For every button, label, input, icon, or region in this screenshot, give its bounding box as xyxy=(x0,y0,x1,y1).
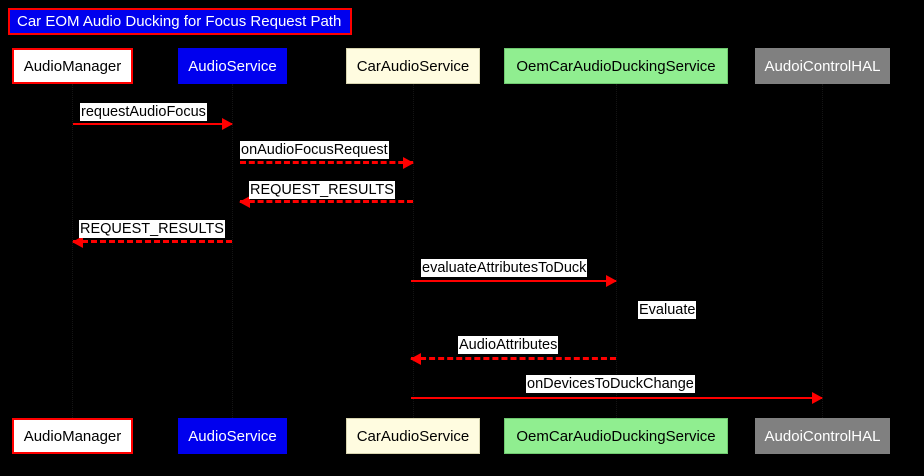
participant-audio-manager-top[interactable]: AudioManager xyxy=(12,48,133,84)
message-arrow-evaluate-attributes-to-duck xyxy=(411,275,617,287)
arrow-head-icon xyxy=(403,157,414,169)
participant-audio-service-top[interactable]: AudioService xyxy=(178,48,287,84)
participant-oem-car-audio-ducking-service-top[interactable]: OemCarAudioDuckingService xyxy=(504,48,728,84)
message-line xyxy=(411,280,616,282)
participant-car-audio-service-top[interactable]: CarAudioService xyxy=(346,48,480,84)
lifeline-car-audio-service xyxy=(413,84,415,418)
participant-car-audio-service-bottom[interactable]: CarAudioService xyxy=(346,418,480,454)
message-line xyxy=(411,397,822,399)
participant-audoi-control-hal-top[interactable]: AudoiControlHAL xyxy=(755,48,890,84)
participant-label: AudioService xyxy=(188,57,277,75)
message-arrow-request-audio-focus xyxy=(73,118,233,130)
participant-label: AudioManager xyxy=(23,427,122,445)
participant-label: AudoiControlHAL xyxy=(764,57,881,75)
participant-label: AudioService xyxy=(188,427,277,445)
message-line xyxy=(240,161,413,164)
message-arrow-on-audio-focus-request xyxy=(240,157,414,169)
participant-label: AudioManager xyxy=(23,57,122,75)
note-evaluate-note: Evaluate xyxy=(638,301,697,319)
message-arrow-request-results-to-audio-service xyxy=(239,196,413,208)
message-arrow-audio-attributes xyxy=(410,353,616,365)
message-label-request-audio-focus: requestAudioFocus xyxy=(80,103,207,121)
message-arrow-request-results-to-audio-manager xyxy=(72,236,232,248)
participant-audio-service-bottom[interactable]: AudioService xyxy=(178,418,287,454)
message-arrow-on-devices-to-duck-change xyxy=(411,392,823,404)
participant-audio-manager-bottom[interactable]: AudioManager xyxy=(12,418,133,454)
message-line xyxy=(73,240,232,243)
participant-audoi-control-hal-bottom[interactable]: AudoiControlHAL xyxy=(755,418,890,454)
participant-label: OemCarAudioDuckingService xyxy=(516,427,716,445)
participant-label: AudoiControlHAL xyxy=(764,427,881,445)
arrow-head-icon xyxy=(812,392,823,404)
message-label-request-results-to-audio-manager: REQUEST_RESULTS xyxy=(79,220,225,238)
arrow-head-icon xyxy=(606,275,617,287)
message-label-audio-attributes: AudioAttributes xyxy=(458,336,559,354)
lifeline-audio-service xyxy=(232,84,234,418)
lifeline-oem-car-audio-ducking-service xyxy=(616,84,618,418)
message-label-on-audio-focus-request: onAudioFocusRequest xyxy=(240,141,389,159)
message-line xyxy=(73,123,232,125)
arrow-head-icon xyxy=(410,353,421,365)
arrow-head-icon xyxy=(222,118,233,130)
diagram-title: Car EOM Audio Ducking for Focus Request … xyxy=(8,8,352,35)
message-line xyxy=(411,357,616,360)
participant-oem-car-audio-ducking-service-bottom[interactable]: OemCarAudioDuckingService xyxy=(504,418,728,454)
message-label-evaluate-attributes-to-duck: evaluateAttributesToDuck xyxy=(421,259,588,277)
lifeline-audio-manager xyxy=(72,84,74,418)
participant-label: CarAudioService xyxy=(356,57,470,75)
participant-label: OemCarAudioDuckingService xyxy=(516,57,716,75)
message-label-on-devices-to-duck-change: onDevicesToDuckChange xyxy=(526,375,695,393)
arrow-head-icon xyxy=(72,236,83,248)
participant-label: CarAudioService xyxy=(356,427,470,445)
message-line xyxy=(240,200,413,203)
arrow-head-icon xyxy=(239,196,250,208)
lifeline-audoi-control-hal xyxy=(822,84,824,418)
message-label-request-results-to-audio-service: REQUEST_RESULTS xyxy=(249,181,395,199)
